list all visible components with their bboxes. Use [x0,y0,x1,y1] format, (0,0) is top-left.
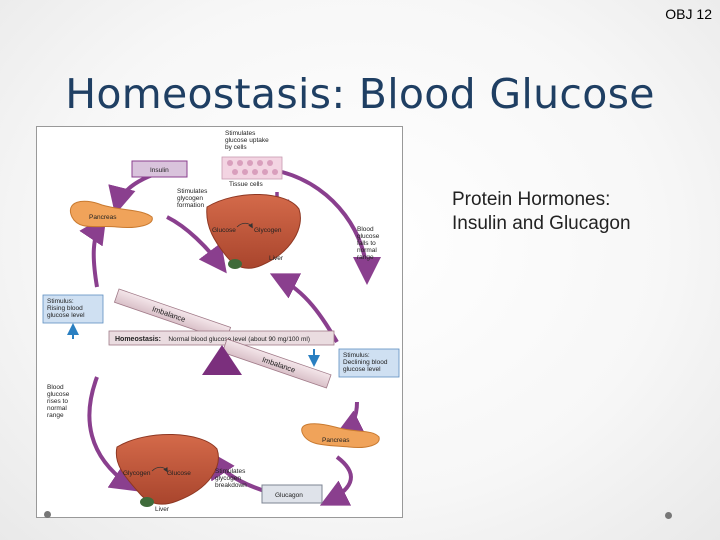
insulin-label: Insulin [150,167,169,174]
blood-glucose-falls-text: Blood glucose falls to normal range [357,226,381,261]
stimulus-rising-text: Stimulus: Rising blood glucose level [47,298,85,319]
liver-top-glycogen: Glycogen [254,227,282,234]
liver-bottom-label: Liver [155,506,170,513]
tissue-cells-graphic [221,156,283,180]
objective-tag: OBJ 12 [665,6,712,22]
imbalance-beam-bottom: Imbalance [221,338,332,389]
liver-top-conversion-arrow [236,222,253,229]
pancreas-top-label: Pancreas [89,214,117,221]
stimulus-rising-box [42,294,104,324]
liver-bottom-conversion-arrow [151,466,168,473]
liver-top-label: Liver [269,255,284,262]
cycle-arrow-top-right [281,170,381,285]
insulin-box [131,160,188,178]
pancreas-bottom-label: Pancreas [322,437,350,444]
tissue-cells-label: Tissue cells [229,181,263,188]
cycle-arrow-bottom-left [87,376,139,492]
fulcrum [202,345,242,375]
cycle-arrow-bottom-right [319,455,353,506]
blood-glucose-rises-text: Blood glucose rises to normal range [47,384,71,419]
homeostasis-bar [108,330,335,346]
stimulus-declining-box [338,348,400,378]
protein-hormones-text: Protein Hormones: Insulin and Glucagon [452,188,631,236]
stimulus-declining-text: Stimulus: Declining blood glucose level [343,352,389,373]
glucagon-box [261,484,323,504]
pancreas-bottom: Pancreas [301,423,380,448]
decorative-dot-right [665,512,672,519]
glucagon-label: Glucagon [275,492,303,499]
decorative-dot-left [44,511,51,518]
pancreas-top: Pancreas [69,200,153,228]
liver-bottom-glucose: Glucose [167,470,191,477]
cycle-arrow-liver-top [166,215,227,274]
liver-top-glucose: Glucose [212,227,236,234]
homeostasis-diagram: Insulin Pancreas Stimulates glucose upta… [36,126,403,518]
protein-hormones-line-1: Protein Hormones: [452,189,611,210]
protein-hormones-line-2: Insulin and Glucagon [452,213,631,234]
stimulates-uptake-text: Stimulates glucose uptake by cells [225,130,271,151]
cycle-arrow-pancreas-bottom [334,401,367,436]
stimulates-breakdown-text: Stimulates glycogen breakdown [215,468,247,489]
liver-top [206,193,301,269]
homeostasis-text: Homeostasis: Normal blood glucose level … [115,328,310,345]
slide-title: Homeostasis: Blood Glucose [65,70,655,118]
liver-bottom-glycogen: Glycogen [123,470,151,477]
cycle-arrow-left-up [79,215,107,288]
stimulates-glycogen-formation-text: Stimulates glycogen formation [177,188,209,209]
